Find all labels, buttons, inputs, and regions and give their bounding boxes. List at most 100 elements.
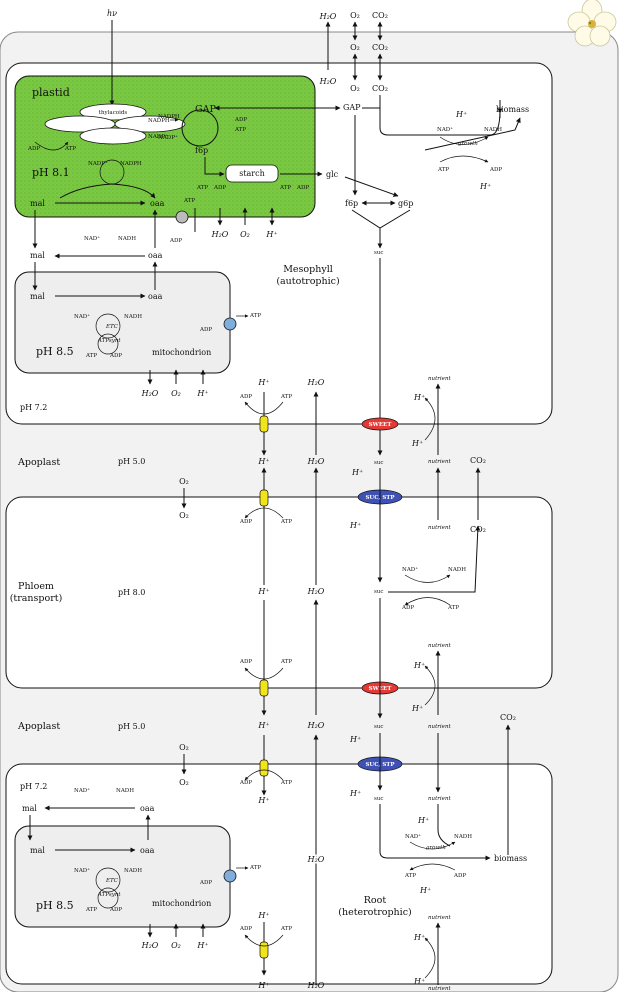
biomass-meso: biomass [496, 105, 529, 114]
atp-mch-root: ATP [249, 865, 261, 871]
starch-box [225, 164, 279, 183]
nadh-mito-root: NADH [124, 868, 142, 874]
nutrient-phloem-out: nutrient [428, 643, 451, 649]
h2o-mito-meso: H₂O [141, 389, 159, 398]
h2o-root: H₂O [307, 855, 325, 864]
atpsynt-meso: ATPsynt [97, 338, 121, 344]
adp-pump-meso: ADP [239, 394, 252, 400]
suc-apo-2: suc [374, 724, 383, 730]
co2-mid: CO₂ [372, 43, 388, 52]
proton-pump-root-top [259, 759, 269, 777]
atp-pt: ATP [183, 198, 195, 204]
nadh-phloem: NADH [448, 567, 466, 573]
thylacoids-text: thylacoids [99, 110, 128, 116]
mito-meso-label: mitochondrion [152, 348, 211, 357]
nad-biomass-meso: NAD⁺ [437, 127, 453, 133]
h2o-top: H₂O [319, 12, 337, 21]
o2-mito-meso: O₂ [171, 389, 181, 398]
h-ph-nut-out: H⁺ [411, 704, 423, 713]
proton-pump-meso [259, 415, 269, 433]
mito-root-label: mitochondrion [152, 899, 211, 908]
phloem-cell [5, 496, 553, 689]
suc-phloem: suc [374, 589, 383, 595]
proton-pump-phloem-top [259, 489, 269, 507]
atp-mch-meso: ATP [249, 313, 261, 319]
nad-phloem: NAD⁺ [402, 567, 418, 573]
nadp-p2: NADP⁺ [88, 161, 108, 167]
adp-phloem: ADP [401, 605, 414, 611]
nadh-mito-meso: NADH [124, 314, 142, 320]
root-ph: pH 7.2 [20, 782, 47, 791]
phloem-label: Phloem [18, 581, 54, 592]
h-root-growth-out: H⁺ [419, 886, 431, 895]
o2-phloem-top: O₂ [179, 511, 189, 520]
nutrient-apo-2: nutrient [428, 724, 451, 730]
h-mito-meso: H⁺ [196, 389, 208, 398]
adp-root-bot: ADP [239, 926, 252, 932]
thylacoid-1 [79, 103, 147, 121]
suc-apo-1: suc [374, 460, 383, 466]
adp-mch-meso: ADP [199, 327, 212, 333]
oaa-cyt-root: oaa [140, 804, 155, 813]
h-soil: H⁺ [257, 981, 269, 990]
atp-st1: ATP [196, 185, 208, 191]
h-mito-root: H⁺ [196, 941, 208, 950]
plastid-transporter [175, 210, 189, 224]
apoplast-label-2: Apoplast [17, 721, 60, 732]
o2-mid: O₂ [350, 43, 360, 52]
o2-apo-1: O₂ [179, 477, 189, 486]
adp-pt: ADP [169, 238, 182, 244]
nad-cyt-root: NAD⁺ [74, 788, 90, 794]
nad-root: NAD⁺ [405, 834, 421, 840]
h2o-meso-ex: H₂O [307, 378, 325, 387]
oaa-mito-meso: oaa [148, 292, 163, 301]
growth-root: growth [426, 845, 446, 851]
nutrient-meso: nutrient [428, 376, 451, 382]
atp-root-bot: ATP [280, 926, 292, 932]
f6p-plastid: f6p [195, 146, 208, 155]
phloem-sublabel: (transport) [10, 593, 63, 604]
atp-mito-root: ATP [85, 907, 97, 913]
suc-meso: suc [374, 250, 383, 256]
mal-mito-root: mal [30, 846, 45, 855]
adp-ph-top: ADP [239, 519, 252, 525]
h-plastid: H⁺ [265, 230, 277, 239]
root-sublabel: (heterotrophic) [338, 907, 412, 918]
h-root-bottom-in: H⁺ [257, 911, 269, 920]
h-suc-out-2: H⁺ [349, 789, 361, 798]
h-out-meso: H⁺ [479, 182, 491, 191]
atp-biomass-meso: ATP [437, 167, 449, 173]
h-root-nut-in: H⁺ [413, 933, 425, 942]
mal-cyt-root: mal [22, 804, 37, 813]
mito-channel-root [223, 869, 237, 883]
h-apo-2: H⁺ [257, 721, 269, 730]
nad-mito-meso: NAD⁺ [74, 314, 90, 320]
co2-phloem: CO₂ [470, 525, 486, 534]
apo-ph-1: pH 5.0 [118, 457, 145, 466]
mito-meso-ph: pH 8.5 [36, 345, 74, 358]
h-suc-in-2: H⁺ [349, 735, 361, 744]
h-nut-meso-out: H⁺ [411, 439, 423, 448]
starch-label: starch [239, 169, 265, 178]
adp-root-top: ADP [239, 780, 252, 786]
nadh-cyt-meso: NADH [118, 236, 136, 242]
mal-mito-meso: mal [30, 292, 45, 301]
atp-phloem: ATP [447, 605, 459, 611]
oaa-cyt-meso: oaa [148, 251, 163, 260]
nadh-root: NADH [454, 834, 472, 840]
h-root-growth-in: H⁺ [417, 816, 429, 825]
flower-icon [567, 0, 617, 47]
h2o-leaf: H₂O [319, 77, 337, 86]
adp-mito-root: ADP [109, 907, 122, 913]
biomass-root: biomass [494, 854, 527, 863]
adp-cal: ADP [234, 117, 247, 123]
nutrient-apo-1: nutrient [428, 459, 451, 465]
proton-pump-root-bot [259, 941, 269, 959]
co2-leaf: CO₂ [372, 84, 388, 93]
gap-plastid: GAP [195, 104, 216, 115]
nadp-cal: NADP⁺ [158, 135, 178, 141]
nadph-cal: NADPH [158, 114, 180, 120]
atp-ph-bot: ATP [280, 659, 292, 665]
adp-root-growth: ADP [453, 873, 466, 879]
nadph-p1: NADPH [148, 118, 170, 124]
